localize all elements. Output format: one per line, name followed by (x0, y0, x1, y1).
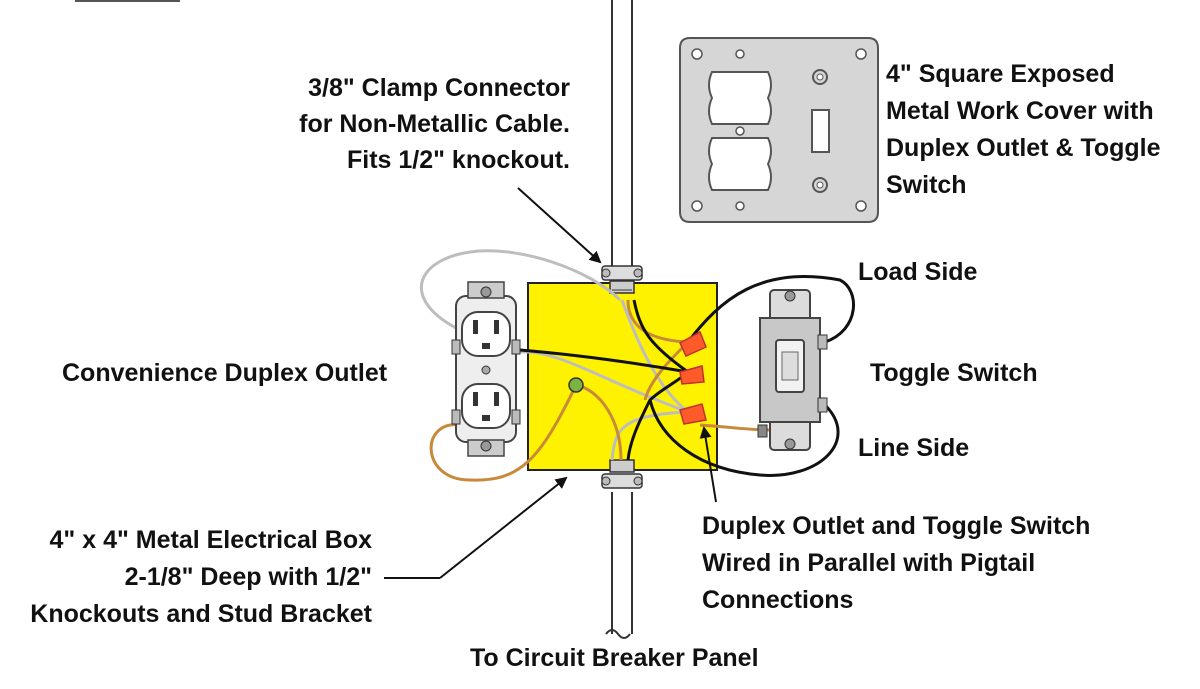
duplex-outlet (451, 281, 521, 457)
line-side-label: Line Side (858, 434, 970, 462)
electrical-box-label: 4" x 4" Metal Electrical Box 2-1/8" Deep… (30, 526, 372, 628)
duplex-outlet-label: Convenience Duplex Outlet (62, 359, 388, 387)
wire-nuts (679, 330, 707, 425)
cover-label: 4" Square Exposed Metal Work Cover with … (886, 60, 1161, 199)
clamp-connector-top (601, 265, 643, 294)
load-side-label: Load Side (858, 258, 978, 286)
ground-screw (568, 377, 584, 393)
circuit-breaker-label: To Circuit Breaker Panel (470, 644, 759, 672)
callout-arrows (384, 187, 717, 579)
clamp-connector-bottom (601, 459, 643, 489)
toggle-switch-device (757, 289, 828, 451)
supply-cable (605, 0, 633, 639)
black-wires (519, 275, 855, 477)
toggle-switch-label: Toggle Switch (870, 359, 1038, 387)
clamp-connector-label: 3/8" Clamp Connector for Non-Metallic Ca… (299, 74, 570, 174)
metal-work-cover (679, 37, 879, 223)
parallel-wiring-label: Duplex Outlet and Toggle Switch Wired in… (702, 512, 1091, 614)
